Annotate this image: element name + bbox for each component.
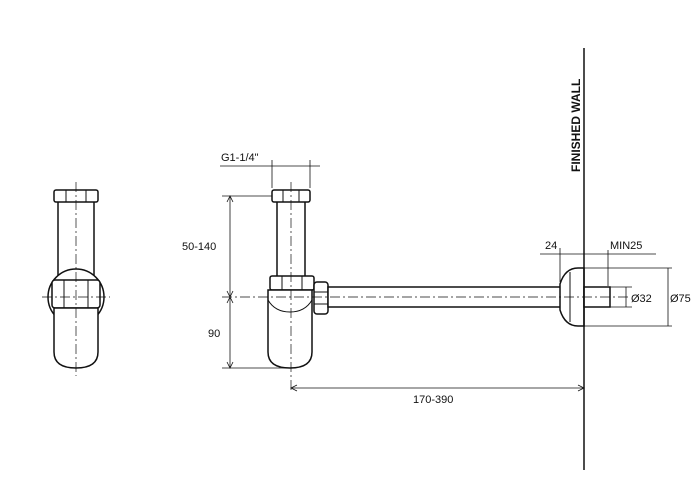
- union-nut: [269, 275, 315, 291]
- flange-diameter-label: Ø75: [670, 293, 691, 305]
- flange-depth-label: 24: [545, 240, 557, 252]
- flange-depth-dimension: 24: [540, 240, 584, 282]
- pipe-diameter-label: Ø32: [631, 293, 652, 305]
- outlet-nut: [313, 281, 329, 315]
- projection-dimension: 170-390: [290, 384, 585, 406]
- thread-dimension: G1-1/4": [220, 152, 320, 188]
- finished-wall-label: FINISHED WALL: [569, 79, 583, 172]
- lower-height-dimension: 90: [208, 296, 290, 369]
- height-range-dimension: 50-140: [182, 195, 272, 298]
- lower-height-label: 90: [208, 328, 220, 340]
- projection-label: 170-390: [413, 394, 453, 406]
- pipe-diameter-dimension: Ø32: [610, 286, 652, 308]
- flange-diameter-dimension: Ø75: [584, 267, 691, 327]
- front-view: [222, 182, 630, 392]
- height-range-label: 50-140: [182, 241, 216, 253]
- min-insertion-dimension: MIN25: [584, 240, 656, 286]
- thread-size-label: G1-1/4": [221, 152, 259, 164]
- side-view: [42, 182, 110, 376]
- bottle-body: [267, 289, 313, 369]
- min-insertion-label: MIN25: [610, 240, 642, 252]
